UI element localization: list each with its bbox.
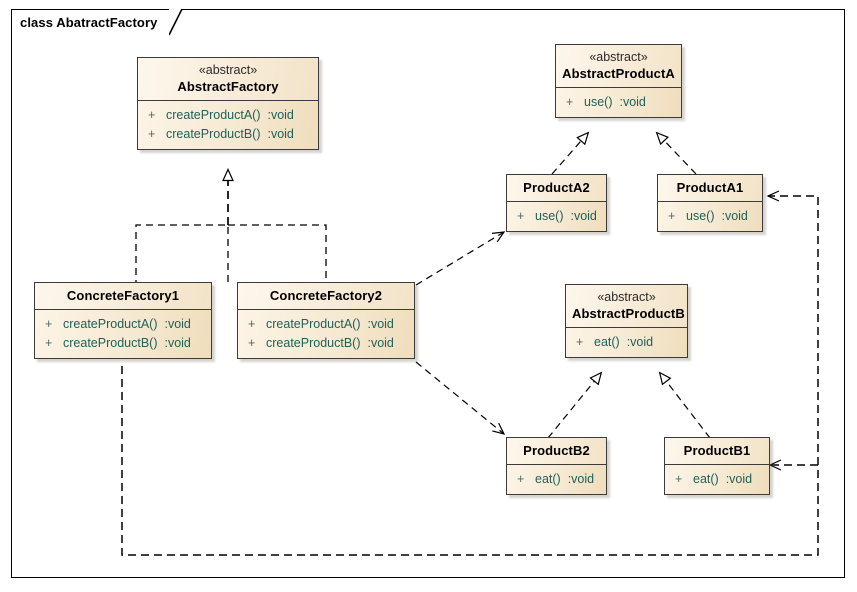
operation-visibility: + bbox=[566, 95, 574, 109]
operation-type: :void bbox=[626, 335, 654, 349]
operation-row: + createProductB() :void bbox=[35, 334, 211, 353]
class-header-product-a2: ProductA2 bbox=[507, 175, 606, 202]
operation-type: :void bbox=[570, 209, 597, 223]
class-operations-product-b1: + eat() :void bbox=[665, 465, 769, 494]
class-stereotype: «abstract» bbox=[198, 63, 258, 77]
operation-signature: createProductB() bbox=[266, 336, 361, 350]
operation-row: + use() :void bbox=[556, 93, 681, 112]
class-operations-product-a1: + use() :void bbox=[658, 202, 762, 231]
operation-row: + createProductA() :void bbox=[35, 315, 211, 334]
operation-signature: createProductB() bbox=[63, 336, 158, 350]
operation-row: + eat() :void bbox=[665, 470, 769, 489]
operation-signature: createProductB() bbox=[166, 127, 261, 141]
operation-signature: use() bbox=[584, 95, 613, 109]
class-header-product-a1: ProductA1 bbox=[658, 175, 762, 202]
class-operations-abstract-product-a: + use() :void bbox=[556, 88, 681, 117]
class-operations-concrete-factory-2: + createProductA() :void + createProductB()… bbox=[238, 310, 414, 358]
class-box-abstract-product-b[interactable]: «abstract» AbstractProductB + eat() :void bbox=[565, 284, 688, 358]
class-name: AbstractProductB bbox=[572, 306, 685, 321]
class-header-product-b2: ProductB2 bbox=[507, 438, 606, 465]
diagram-frame-tab: class AbatractFactory bbox=[11, 9, 169, 35]
class-name: ProductA2 bbox=[523, 180, 590, 195]
class-header-abstract-factory: «abstract» AbstractFactory bbox=[138, 58, 318, 101]
operation-row: + createProductA() :void bbox=[238, 315, 414, 334]
operation-type: :void bbox=[721, 209, 748, 223]
class-name: ProductA1 bbox=[676, 180, 744, 195]
class-header-concrete-factory-1: ConcreteFactory1 bbox=[35, 283, 211, 310]
class-stereotype: «abstract» bbox=[589, 50, 648, 64]
operation-type: :void bbox=[267, 108, 294, 122]
operation-visibility: + bbox=[248, 317, 256, 331]
operation-row: + createProductB() :void bbox=[138, 125, 318, 144]
class-name: ProductB1 bbox=[683, 443, 751, 458]
operation-signature: eat() bbox=[535, 472, 561, 486]
class-header-product-b1: ProductB1 bbox=[665, 438, 769, 465]
class-box-concrete-factory-1[interactable]: ConcreteFactory1 + createProductA() :void … bbox=[34, 282, 212, 359]
class-box-abstract-product-a[interactable]: «abstract» AbstractProductA + use() :void bbox=[555, 44, 682, 118]
class-name: AbstractFactory bbox=[177, 79, 279, 94]
class-operations-abstract-product-b: + eat() :void bbox=[566, 328, 687, 357]
class-name: ConcreteFactory2 bbox=[269, 288, 383, 303]
operation-signature: createProductA() bbox=[266, 317, 361, 331]
class-box-product-b1[interactable]: ProductB1 + eat() :void bbox=[664, 437, 770, 495]
operation-visibility: + bbox=[668, 209, 676, 223]
operation-visibility: + bbox=[517, 472, 525, 486]
diagram-frame bbox=[11, 9, 845, 578]
operation-signature: use() bbox=[686, 209, 715, 223]
operation-type: :void bbox=[619, 95, 646, 109]
class-operations-concrete-factory-1: + createProductA() :void + createProductB()… bbox=[35, 310, 211, 358]
operation-row: + eat() :void bbox=[507, 470, 606, 489]
operation-visibility: + bbox=[675, 472, 683, 486]
operation-row: + createProductB() :void bbox=[238, 334, 414, 353]
operation-visibility: + bbox=[576, 335, 584, 349]
operation-type: :void bbox=[164, 317, 191, 331]
class-name: ConcreteFactory1 bbox=[66, 288, 180, 303]
class-operations-product-a2: + use() :void bbox=[507, 202, 606, 231]
class-header-abstract-product-a: «abstract» AbstractProductA bbox=[556, 45, 681, 88]
class-box-product-b2[interactable]: ProductB2 + eat() :void bbox=[506, 437, 607, 495]
operation-signature: createProductA() bbox=[166, 108, 261, 122]
operation-type: :void bbox=[267, 127, 294, 141]
operation-row: + eat() :void bbox=[566, 333, 687, 352]
class-box-concrete-factory-2[interactable]: ConcreteFactory2 + createProductA() :void … bbox=[237, 282, 415, 359]
operation-signature: use() bbox=[535, 209, 564, 223]
class-header-abstract-product-b: «abstract» AbstractProductB bbox=[566, 285, 687, 328]
operation-type: :void bbox=[725, 472, 753, 486]
class-name: ProductB2 bbox=[523, 443, 590, 458]
operation-row: + use() :void bbox=[658, 207, 762, 226]
operation-row: + createProductA() :void bbox=[138, 106, 318, 125]
operation-visibility: + bbox=[148, 108, 156, 122]
operation-visibility: + bbox=[148, 127, 156, 141]
class-operations-product-b2: + eat() :void bbox=[507, 465, 606, 494]
operation-visibility: + bbox=[45, 317, 53, 331]
operation-type: :void bbox=[367, 336, 394, 350]
class-box-product-a2[interactable]: ProductA2 + use() :void bbox=[506, 174, 607, 232]
class-box-abstract-factory[interactable]: «abstract» AbstractFactory + createProduc… bbox=[137, 57, 319, 150]
diagram-title: class AbatractFactory bbox=[20, 15, 158, 30]
class-operations-abstract-factory: + createProductA() :void + createProductB()… bbox=[138, 101, 318, 149]
operation-signature: eat() bbox=[693, 472, 719, 486]
operation-signature: createProductA() bbox=[63, 317, 158, 331]
operation-type: :void bbox=[164, 336, 191, 350]
operation-visibility: + bbox=[517, 209, 525, 223]
operation-visibility: + bbox=[45, 336, 53, 350]
operation-visibility: + bbox=[248, 336, 256, 350]
operation-signature: eat() bbox=[594, 335, 620, 349]
operation-type: :void bbox=[367, 317, 394, 331]
class-name: AbstractProductA bbox=[562, 66, 675, 81]
class-box-product-a1[interactable]: ProductA1 + use() :void bbox=[657, 174, 763, 232]
class-header-concrete-factory-2: ConcreteFactory2 bbox=[238, 283, 414, 310]
operation-row: + use() :void bbox=[507, 207, 606, 226]
operation-type: :void bbox=[567, 472, 595, 486]
class-stereotype: «abstract» bbox=[597, 290, 656, 304]
